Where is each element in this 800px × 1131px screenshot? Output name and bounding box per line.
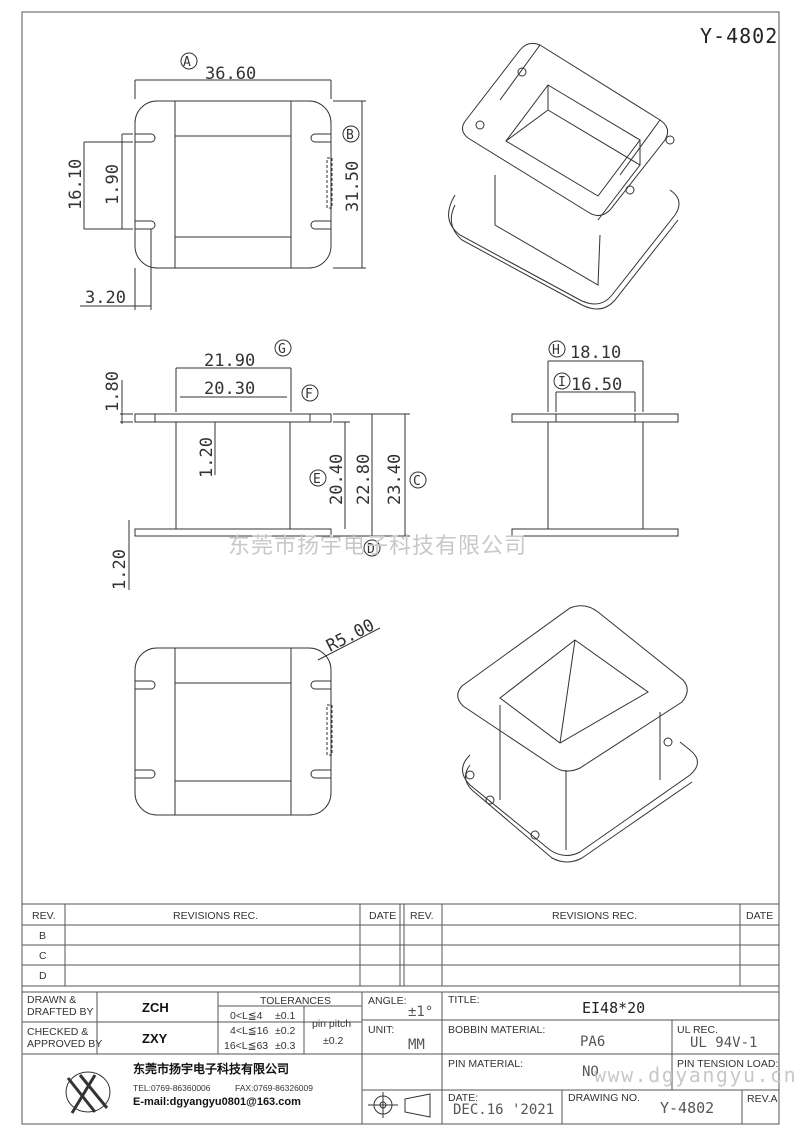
dim-31-50: 31.50: [343, 161, 363, 212]
checked-label: CHECKED & APPROVED BY: [27, 1026, 103, 1050]
front-view: [120, 339, 427, 590]
drawn-by-value: ZCH: [142, 1000, 169, 1015]
drawing-no-value: Y-4802: [660, 1099, 715, 1117]
date-header-right: DATE: [746, 910, 774, 922]
checked-value: ZXY: [142, 1031, 168, 1046]
pin-tension-label: PIN TENSION LOAD:: [677, 1058, 779, 1070]
tol-value-2: ±0.2: [275, 1025, 296, 1037]
tol-value-1: ±0.1: [275, 1010, 296, 1022]
iso-view-bottom: [457, 605, 698, 863]
revisions-table: [21, 903, 780, 987]
pin-material-label: PIN MATERIAL:: [448, 1058, 524, 1070]
dim-21-90: 21.90: [204, 351, 255, 371]
tol-range-1: 0<L≦4: [230, 1010, 263, 1022]
angle-label: ANGLE:: [368, 995, 407, 1007]
dim-r5: R5.00: [323, 615, 378, 656]
bobbin-material-value: PA6: [580, 1034, 606, 1050]
drawn-by-label: DRAWN & DRAFTED BY: [27, 994, 94, 1018]
pin-pitch-label: pin pitch: [312, 1018, 352, 1030]
company-tel: TEL:0769-86360006: [133, 1083, 211, 1093]
bottom-view: [134, 627, 381, 816]
unit-value: MM: [408, 1037, 425, 1053]
company-logo: [65, 1071, 111, 1114]
label-i: I: [558, 375, 566, 390]
tol-range-3: 16<L≦63: [224, 1040, 269, 1052]
dim-1-80: 1.80: [103, 371, 123, 412]
projection-symbol: [368, 1092, 431, 1118]
top-view: [80, 52, 366, 310]
rev-row-b: B: [39, 930, 47, 942]
ul-rec-value: UL 94V-1: [690, 1035, 758, 1051]
watermark-url: www.dgyangyu.cn: [594, 1063, 798, 1087]
label-d: D: [367, 542, 375, 557]
iso-view-top: [448, 42, 680, 310]
dim-22-80: 22.80: [354, 454, 374, 505]
title-label: TITLE:: [448, 994, 480, 1006]
label-g: G: [278, 342, 286, 357]
drawing-code: Y-4802: [700, 24, 779, 48]
ul-rec-label: UL REC.: [677, 1024, 719, 1036]
rec-header-right: REVISIONS REC.: [552, 910, 638, 922]
bobbin-material-label: BOBBIN MATERIAL:: [448, 1024, 546, 1036]
tol-value-3: ±0.3: [275, 1040, 296, 1052]
company-name: 东莞市扬宇电子科技有限公司: [133, 1062, 290, 1076]
date-header-left: DATE: [369, 910, 397, 922]
dim-18-10: 18.10: [570, 343, 621, 363]
bottom-flange: [134, 528, 332, 537]
rev-header-left: REV.: [32, 910, 56, 922]
label-c: C: [413, 474, 421, 489]
side-view: [511, 340, 679, 537]
dim-1-20a: 1.20: [197, 437, 217, 478]
tol-range-2: 4<L≦16: [230, 1025, 269, 1037]
rec-header-left: REVISIONS REC.: [173, 910, 259, 922]
label-h: H: [552, 343, 560, 358]
window: [174, 135, 292, 238]
pin-pitch-value: ±0.2: [323, 1035, 344, 1047]
watermark-text: 东莞市扬宇电子科技有限公司: [228, 534, 528, 559]
dim-20-40: 20.40: [327, 454, 347, 505]
rev-row-d: D: [39, 970, 47, 982]
date-label: DATE:: [448, 1092, 479, 1104]
drawing-no-label: DRAWING NO.: [568, 1092, 640, 1104]
label-a: A: [183, 55, 191, 70]
rev-a-label: REV.A: [747, 1093, 778, 1105]
unit-label: UNIT:: [368, 1024, 395, 1036]
company-fax: FAX:0769-86326009: [235, 1083, 313, 1093]
company-email: E-mail:dgyangyu0801@163.com: [133, 1096, 301, 1108]
dim-16-10: 16.10: [66, 159, 86, 210]
dim-3-20: 3.20: [85, 288, 126, 308]
label-e: E: [313, 472, 321, 487]
angle-value: ±1°: [408, 1004, 434, 1020]
title-block-grid: [21, 991, 780, 1125]
tolerances-label: TOLERANCES: [260, 995, 331, 1007]
date-value: DEC.16 '2021: [453, 1102, 555, 1118]
dim-1-20b: 1.20: [110, 549, 130, 590]
label-b: B: [346, 128, 354, 143]
pin-material-value: NO: [582, 1064, 599, 1080]
title-value: EI48*20: [582, 999, 646, 1017]
dim-36-60: 36.60: [205, 64, 256, 84]
dim-1-90: 1.90: [103, 164, 123, 205]
dim-20-30: 20.30: [204, 379, 255, 399]
top-flange: [134, 413, 332, 423]
dim-23-40: 23.40: [385, 454, 405, 505]
label-f: F: [305, 387, 313, 402]
rev-row-c: C: [39, 950, 47, 962]
dim-16-50: 16.50: [571, 375, 622, 395]
outline: [134, 100, 332, 269]
rev-header-right: REV.: [410, 910, 434, 922]
